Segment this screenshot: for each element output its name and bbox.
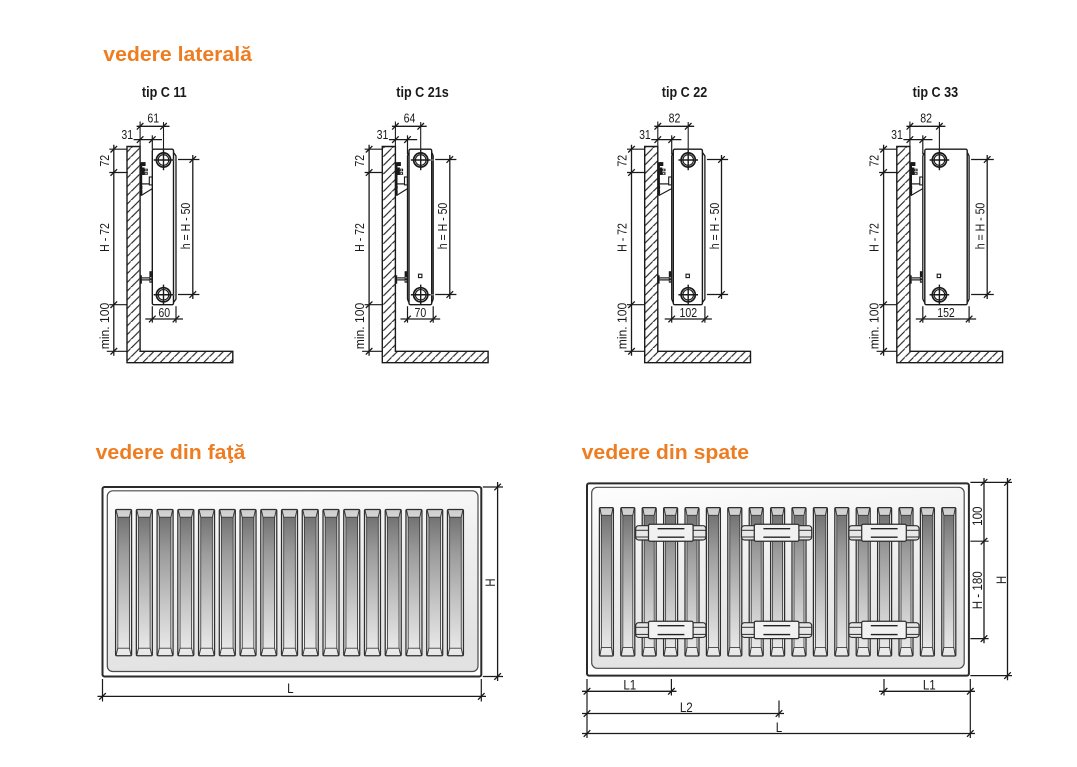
svg-text:70: 70 <box>415 305 427 320</box>
svg-text:min. 100: min. 100 <box>97 303 112 350</box>
svg-text:H - 72: H - 72 <box>352 223 367 252</box>
svg-text:vedere din faţă: vedere din faţă <box>96 441 246 464</box>
svg-text:82: 82 <box>920 110 932 125</box>
svg-text:h = H - 50: h = H - 50 <box>707 202 722 249</box>
svg-text:31: 31 <box>891 127 903 142</box>
svg-text:64: 64 <box>404 110 416 125</box>
svg-text:L: L <box>776 719 782 735</box>
svg-text:min. 100: min. 100 <box>867 303 882 350</box>
svg-text:h = H - 50: h = H - 50 <box>178 202 193 249</box>
svg-text:72: 72 <box>97 155 112 167</box>
svg-text:61: 61 <box>147 110 159 125</box>
svg-text:min. 100: min. 100 <box>353 303 368 350</box>
svg-text:60: 60 <box>158 305 170 320</box>
svg-text:H: H <box>482 578 498 586</box>
svg-text:L2: L2 <box>680 699 693 715</box>
svg-text:102: 102 <box>680 305 698 320</box>
svg-text:tip C 11: tip C 11 <box>142 83 187 100</box>
svg-text:tip C 22: tip C 22 <box>662 83 708 100</box>
svg-text:H - 72: H - 72 <box>97 223 112 252</box>
svg-text:H - 72: H - 72 <box>867 223 882 252</box>
svg-text:82: 82 <box>669 110 681 125</box>
svg-text:100: 100 <box>969 507 985 526</box>
svg-text:72: 72 <box>352 155 367 167</box>
svg-text:72: 72 <box>867 155 882 167</box>
svg-text:31: 31 <box>377 127 389 142</box>
svg-text:31: 31 <box>121 127 133 142</box>
svg-text:H: H <box>993 576 1009 584</box>
svg-text:H - 180: H - 180 <box>969 571 985 609</box>
svg-text:H - 72: H - 72 <box>614 223 629 252</box>
svg-text:h = H - 50: h = H - 50 <box>972 202 987 249</box>
svg-text:vedere laterală: vedere laterală <box>103 43 252 66</box>
svg-text:tip C 21s: tip C 21s <box>396 83 449 100</box>
svg-text:L: L <box>287 680 293 696</box>
svg-text:h = H - 50: h = H - 50 <box>435 202 450 249</box>
svg-text:tip C 33: tip C 33 <box>913 83 959 100</box>
svg-text:72: 72 <box>614 155 629 167</box>
svg-text:L1: L1 <box>923 676 936 692</box>
svg-text:vedere din spate: vedere din spate <box>582 441 749 464</box>
svg-text:L1: L1 <box>623 676 636 692</box>
svg-text:min. 100: min. 100 <box>615 303 630 350</box>
svg-text:152: 152 <box>937 305 955 320</box>
svg-text:31: 31 <box>639 127 651 142</box>
